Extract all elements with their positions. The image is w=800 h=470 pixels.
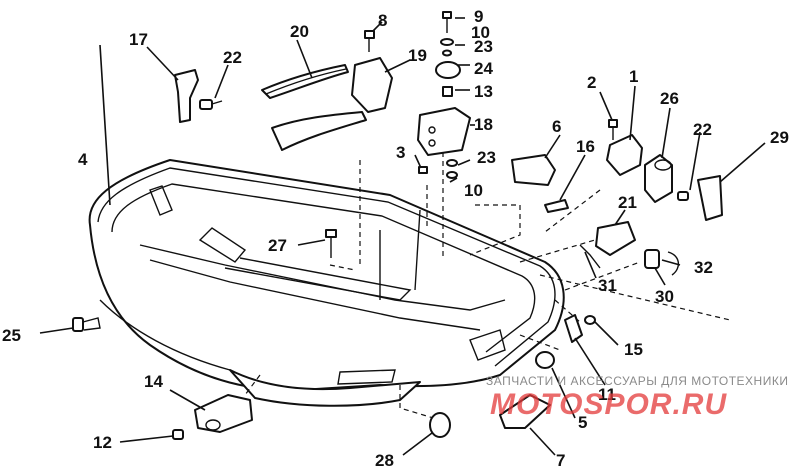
seal-strip <box>261 64 349 99</box>
callout-32: 32 <box>694 258 713 277</box>
front-bracket <box>174 69 223 123</box>
callout-19: 19 <box>408 46 427 65</box>
callout-15: 15 <box>624 340 643 359</box>
callout-30: 30 <box>655 287 674 306</box>
callout-28: 28 <box>375 451 394 470</box>
callout-26: 26 <box>660 89 679 108</box>
callout-13: 13 <box>474 82 493 101</box>
assembly-lines <box>244 125 731 421</box>
callout-1: 1 <box>629 67 638 86</box>
callout-7: 7 <box>556 451 565 470</box>
mount-stack <box>435 11 461 97</box>
callout-22-left: 22 <box>223 48 242 67</box>
callout-6: 6 <box>552 117 561 136</box>
watermark-logo: MOTOSPOR.RU <box>490 388 727 421</box>
callout-9: 9 <box>474 7 483 26</box>
callout-29: 29 <box>770 128 789 147</box>
lower-cowl <box>88 159 565 407</box>
latch-assembly <box>606 119 673 203</box>
clip-and-grommet <box>564 314 596 343</box>
callout-labels: 1 2 3 4 5 6 7 8 9 10 10 11 12 13 14 15 1… <box>2 7 789 470</box>
callout-25: 25 <box>2 326 21 345</box>
lower-bracket <box>172 394 253 440</box>
callout-21: 21 <box>618 193 637 212</box>
watermark: ЗАПЧАСТИ И АКСЕССУАРЫ ДЛЯ МОТОТЕХНИКИ MO… <box>486 374 788 421</box>
callout-20: 20 <box>290 22 309 41</box>
callout-11: 11 <box>598 385 616 404</box>
watermark-subtitle: ЗАПЧАСТИ И АКСЕССУАРЫ ДЛЯ МОТОТЕХНИКИ <box>486 374 788 388</box>
rear-bracket <box>677 175 723 221</box>
leader-lines <box>39 17 766 456</box>
callout-14: 14 <box>144 372 163 391</box>
callout-10-bottom: 10 <box>464 181 483 200</box>
small-fasteners <box>418 159 458 179</box>
callout-23-bottom: 23 <box>477 148 496 167</box>
callout-17: 17 <box>129 30 148 49</box>
callout-4: 4 <box>78 150 88 169</box>
callout-8: 8 <box>378 11 387 30</box>
callout-16: 16 <box>576 137 595 156</box>
bracket-18 <box>417 107 471 156</box>
callout-22-right: 22 <box>693 120 712 139</box>
callout-5: 5 <box>578 413 587 432</box>
callout-31: 31 <box>598 276 617 295</box>
cap-and-clip <box>511 154 569 213</box>
screw-8 <box>364 30 375 52</box>
plug-and-pad <box>499 351 555 429</box>
callout-23-top: 23 <box>474 37 493 56</box>
valve-assembly <box>579 221 679 276</box>
callout-2: 2 <box>587 73 596 92</box>
callout-18: 18 <box>474 115 493 134</box>
grommet-28 <box>429 412 451 438</box>
callout-24: 24 <box>474 59 493 78</box>
callout-10-top: 10 <box>471 23 490 42</box>
callout-27: 27 <box>268 236 287 255</box>
screw-27 <box>325 229 337 258</box>
screw-25 <box>72 317 101 332</box>
callout-3: 3 <box>396 143 405 162</box>
cover-piece <box>271 57 393 151</box>
callout-12: 12 <box>93 433 112 452</box>
